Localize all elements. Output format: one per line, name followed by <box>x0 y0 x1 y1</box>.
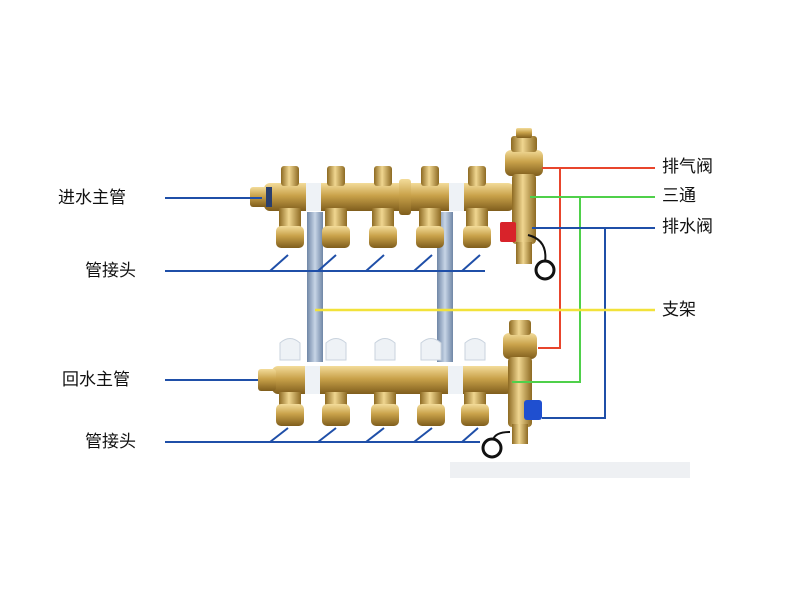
label-return-main: 回水主管 <box>62 370 130 390</box>
label-tee: 三通 <box>662 186 696 206</box>
return-outlets <box>276 338 489 426</box>
label-drain-valve: 排水阀 <box>662 217 713 237</box>
label-supply-main: 进水主管 <box>58 188 126 208</box>
return-manifold <box>258 366 512 394</box>
label-bracket: 支架 <box>662 300 696 320</box>
supply-air-vent <box>500 128 556 281</box>
return-air-vent <box>481 320 542 459</box>
callout-lines <box>165 167 655 443</box>
label-return-fitting: 管接头 <box>85 432 136 452</box>
label-air-vent: 排气阀 <box>662 157 713 177</box>
support-bracket <box>307 212 453 362</box>
label-supply-fitting: 管接头 <box>85 261 136 281</box>
supply-outlets <box>276 166 491 248</box>
reflection-shadow <box>450 462 690 478</box>
